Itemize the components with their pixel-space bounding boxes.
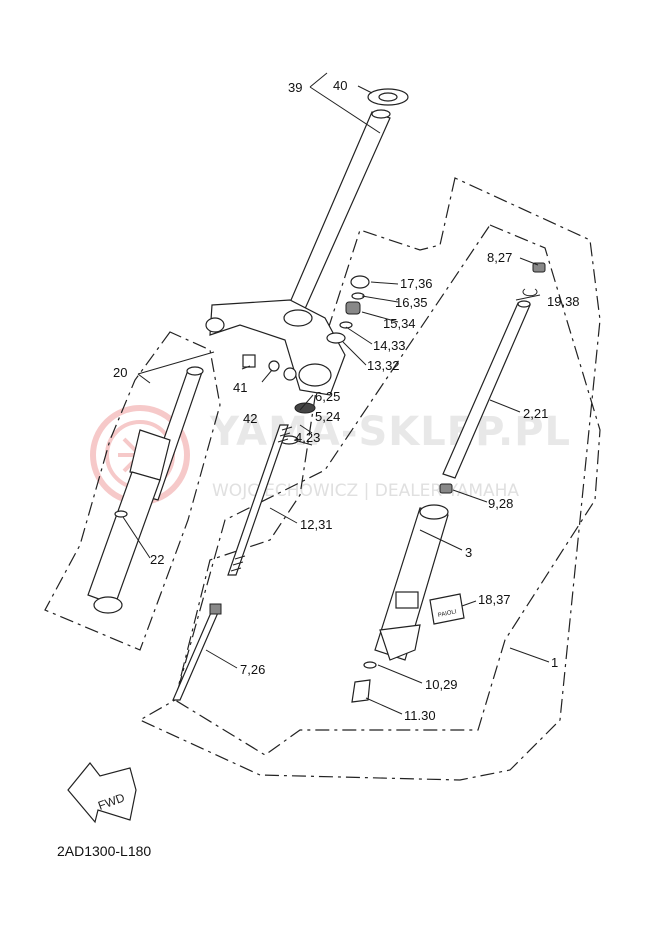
callout-8-27: 8,27 — [487, 250, 512, 265]
callout-4-23: 4,23 — [295, 430, 320, 445]
callout-42: 42 — [243, 411, 257, 426]
diagram-code: 2AD1300-L180 — [57, 843, 151, 859]
callout-5-24: 5,24 — [315, 409, 340, 424]
callout-13-32: 13,32 — [367, 358, 400, 373]
small-parts — [242, 275, 370, 381]
callout-14-33: 14,33 — [373, 338, 406, 353]
callout-17-36: 17,36 — [400, 276, 433, 291]
callout-7-26: 7,26 — [240, 662, 265, 677]
sticker-text: PAIOLI — [437, 609, 457, 619]
callout-22: 22 — [150, 552, 164, 567]
callout-16-35: 16,35 — [395, 295, 428, 310]
fork-left — [87, 366, 204, 614]
group-outline-inner-fork — [174, 224, 601, 756]
callout-2-21: 2,21 — [523, 406, 548, 421]
callout-6-25: 6,25 — [315, 389, 340, 404]
leader-lines — [122, 72, 550, 715]
callout-11-30: 11.30 — [404, 708, 436, 723]
callout-39: 39 — [288, 80, 302, 95]
spring-and-rod — [172, 424, 293, 701]
callout-19-38: 19,38 — [547, 294, 580, 309]
callout-1: 1 — [551, 655, 558, 670]
callout-41: 41 — [233, 380, 247, 395]
fork-right — [351, 262, 546, 703]
sticker: PAIOLI — [429, 593, 465, 625]
fwd-arrow-icon: FWD — [67, 762, 137, 824]
callout-18-37: 18,37 — [478, 592, 511, 607]
watermark: YAMA-SKLEP.PL WOJCIECHOWICZ | DEALER YAM… — [90, 405, 571, 505]
callout-12-31: 12,31 — [300, 517, 333, 532]
steering-stem — [205, 88, 409, 445]
callout-3: 3 — [465, 545, 472, 560]
group-outline-fork-left — [44, 331, 221, 651]
callout-9-28: 9,28 — [488, 496, 513, 511]
callout-20: 20 — [113, 365, 127, 380]
watermark-brand: YAMA-SKLEP.PL — [209, 409, 571, 455]
callout-15-34: 15,34 — [383, 316, 416, 331]
callout-10-29: 10,29 — [425, 677, 458, 692]
callout-40: 40 — [333, 78, 347, 93]
group-outline-fork-right — [138, 177, 601, 781]
callouts: 39 40 17,36 16,35 15,34 14,33 13,32 20 4… — [113, 78, 580, 723]
